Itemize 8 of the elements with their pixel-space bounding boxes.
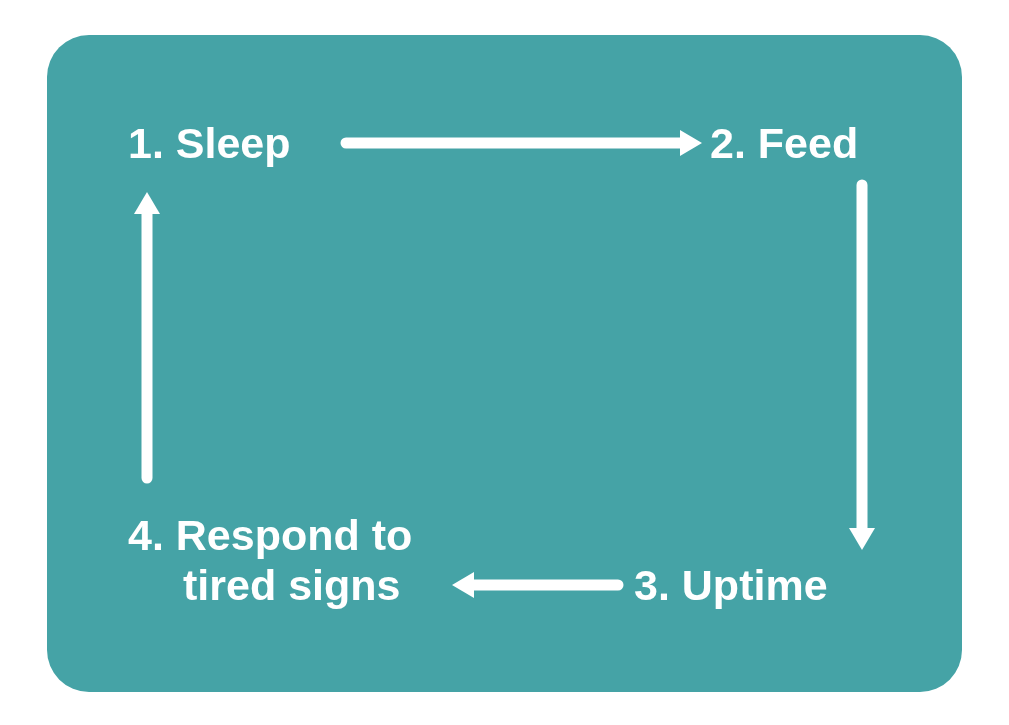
arrow [134, 192, 160, 484]
arrow [849, 179, 875, 550]
step-label: 4. Respond to tired signs [128, 511, 413, 609]
arrow [340, 130, 702, 156]
step-label: 3. Uptime [634, 561, 828, 609]
arrow [452, 572, 624, 598]
step-label: 2. Feed [710, 119, 859, 167]
step-label: 1. Sleep [128, 119, 291, 167]
